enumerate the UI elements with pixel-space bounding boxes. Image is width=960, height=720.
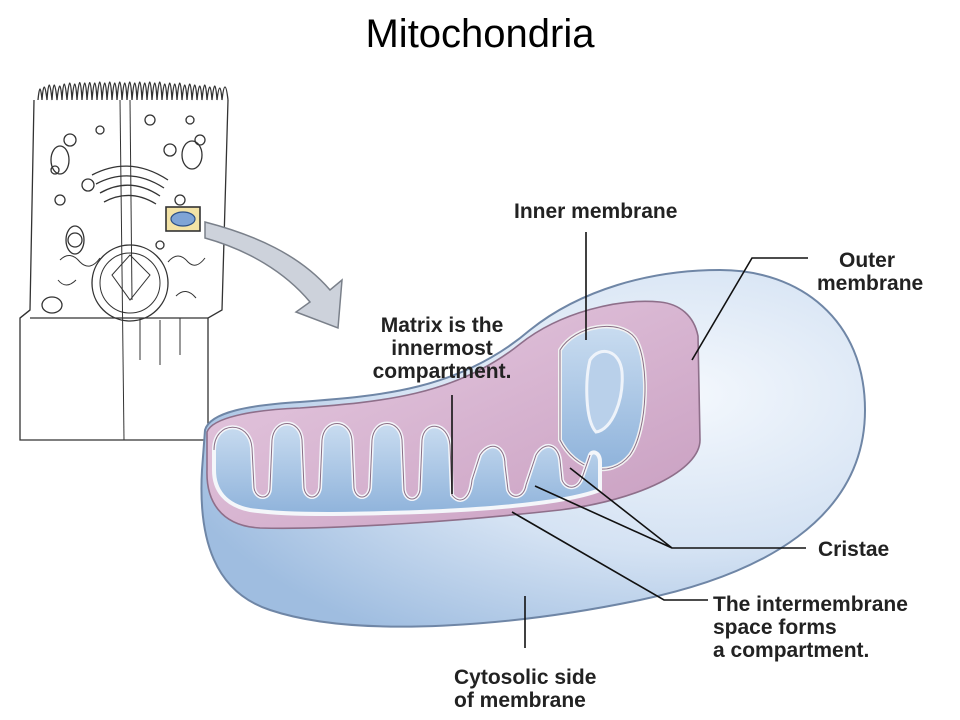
leader-cristae: [534, 467, 806, 549]
leader-intermembrane: [511, 511, 708, 601]
label-matrix: Matrix is the innermost compartment.: [372, 314, 512, 383]
leader-outer-membrane: [691, 257, 808, 361]
label-cytosolic: Cytosolic side of membrane: [454, 666, 597, 712]
label-inner-membrane: Inner membrane: [514, 200, 678, 223]
leader-lines: [451, 232, 808, 648]
label-outer-membrane: Outer membrane: [817, 249, 924, 295]
label-cristae: Cristae: [818, 538, 890, 561]
cell-nucleus: [91, 244, 169, 322]
zoom-arrow: [204, 221, 343, 330]
microvilli: [37, 81, 229, 101]
label-intermembrane: The intermembrane space forms a compartm…: [713, 593, 908, 662]
page-title: Mitochondria: [365, 12, 595, 56]
cell-sketch: [19, 81, 229, 441]
cell-outline: [19, 99, 229, 441]
